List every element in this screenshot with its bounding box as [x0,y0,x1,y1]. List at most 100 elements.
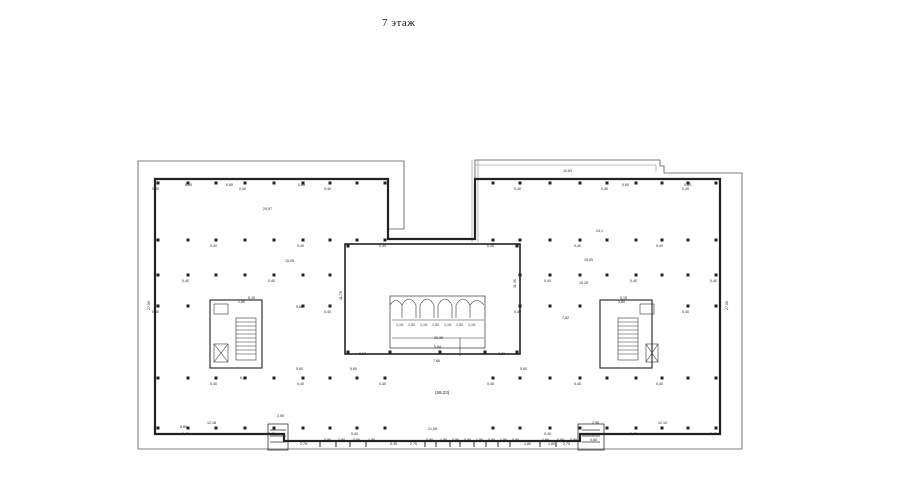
left-stair [209,299,263,369]
column [518,376,522,380]
facade-labels: 2,75 0,80 1,80 0,80 1,80 5,35 0,80 1,80 … [300,438,597,446]
column [346,244,350,248]
svg-text:0,80: 0,80 [570,438,577,442]
area-right-3-label: 15,29 [579,281,588,285]
column [328,304,332,308]
column [301,304,305,308]
svg-text:5,35: 5,35 [390,442,397,446]
column-size-label: 0,40 [656,382,663,386]
column [186,304,190,308]
column-size-label: 0,40 [487,244,494,248]
column [491,426,495,430]
svg-text:1,80: 1,80 [440,438,447,442]
column [243,238,247,242]
svg-text:1,15: 1,15 [444,323,451,327]
column [634,273,638,277]
floor-title: 7 этаж [382,17,416,29]
svg-text:0,80: 0,80 [590,438,597,442]
bottom-code-label: (59,23) [435,390,450,395]
column-size-label: 0,40 [574,382,581,386]
column [548,376,552,380]
bottom-left-a-label: 12,18 [207,421,216,425]
column [578,426,582,430]
column-size-label: 0,40 [514,187,521,191]
svg-text:1,00: 1,00 [456,323,463,327]
column [355,376,359,380]
column [578,376,582,380]
column-size-label: 0,40 [324,187,331,191]
column-size-label: 0,40 [710,432,717,436]
core-area-label: 20,38 [434,336,443,340]
column [272,376,276,380]
central-core [344,243,521,355]
column [515,244,519,248]
column [605,238,609,242]
column [605,426,609,430]
column-size-label: 0,60 [298,183,305,187]
column [383,181,387,185]
column [186,238,190,242]
column [328,376,332,380]
svg-text:0,80: 0,80 [488,438,495,442]
bottom-right-b-label: 2,98 [592,421,599,425]
left-height-label: 27,00 [147,301,151,310]
column-size-label: 0,40 [601,187,608,191]
column-size-label: 0,40 [297,382,304,386]
column [634,376,638,380]
column [660,181,664,185]
area-right-label: 24,1 [596,229,603,233]
column [491,376,495,380]
column-size-label: 0,40 [182,279,189,283]
area-right-2-label: 15,05 [584,258,593,262]
column [548,426,552,430]
column-size-label: 0,40 [239,187,246,191]
column [272,426,276,430]
column [214,181,218,185]
column [518,238,522,242]
svg-text:1,80: 1,80 [368,438,375,442]
column [714,273,718,277]
svg-text:2,75: 2,75 [300,442,307,446]
column [301,273,305,277]
svg-text:0,80: 0,80 [324,438,331,442]
elevator-shafts [389,298,485,356]
svg-text:0,80: 0,80 [426,438,433,442]
svg-text:1,80: 1,80 [338,438,345,442]
stair-right-b-label: 5,15 [620,296,627,300]
column-size-label: 0,40 [544,279,551,283]
column [328,181,332,185]
svg-text:2,75: 2,75 [563,442,570,446]
column [578,304,582,308]
column [491,181,495,185]
column [548,273,552,277]
column [714,304,718,308]
column [515,350,519,354]
column [686,304,690,308]
bottom-right-a-label: 12,10 [658,421,667,425]
column [686,426,690,430]
svg-text:1,80: 1,80 [548,442,555,446]
column-size-label: 0,40 [379,244,386,248]
column-size-label: 0,40 [210,244,217,248]
svg-text:2,75: 2,75 [410,442,417,446]
column [156,181,160,185]
column [301,238,305,242]
right-height-label: 27,00 [725,301,729,310]
exit-towers [267,423,605,451]
column [328,238,332,242]
column-size-label: 0,40 [682,187,689,191]
column [548,304,552,308]
column [156,273,160,277]
column-size-label: 0,40 [152,310,159,314]
column [272,273,276,277]
svg-text:5,80: 5,80 [180,425,187,429]
column [186,426,190,430]
svg-text:1,80: 1,80 [500,438,507,442]
column [518,181,522,185]
column [518,304,522,308]
column [214,238,218,242]
svg-text:1,00: 1,00 [408,323,415,327]
column-size-label: 0,60 [684,183,691,187]
column [328,273,332,277]
